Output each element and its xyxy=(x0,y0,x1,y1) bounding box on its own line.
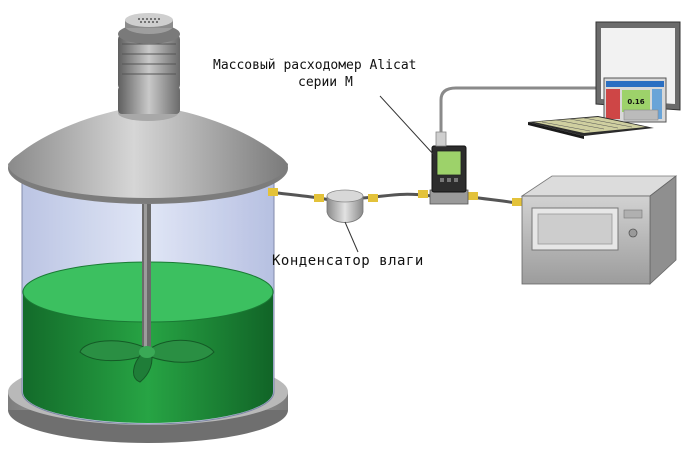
data-cable xyxy=(439,86,604,132)
gas-line-tubing xyxy=(268,188,523,206)
reactor-tank xyxy=(8,13,288,443)
monitor-reading: 0.16 xyxy=(627,98,644,106)
analyzer-oven-icon xyxy=(520,175,678,285)
label-mass-flow-meter: Массовый расходомер Alicat серии M xyxy=(213,57,417,91)
label-mass-flow-meter-line1: Массовый расходомер Alicat xyxy=(213,58,417,73)
condenser-icon xyxy=(326,189,364,223)
fitting xyxy=(314,194,324,202)
label-moisture-condenser: Конденсатор влаги xyxy=(272,253,424,269)
flow-meter-display xyxy=(436,150,462,176)
keyboard-icon xyxy=(528,116,654,139)
tank-lid xyxy=(8,106,288,198)
monitor-icon: 0.16 xyxy=(595,21,681,123)
fitting xyxy=(368,194,378,202)
fitting xyxy=(268,188,278,196)
impeller-icon xyxy=(79,339,215,383)
label-mass-flow-meter-line2: серии M xyxy=(298,75,353,90)
oven-knob-icon xyxy=(628,228,638,238)
fitting xyxy=(512,198,522,206)
fitting xyxy=(418,190,428,198)
leader-meter xyxy=(379,95,435,156)
flow-meter-icon xyxy=(429,131,469,205)
leader-condenser xyxy=(344,221,359,253)
motor-icon xyxy=(118,13,180,114)
fitting xyxy=(468,192,478,200)
